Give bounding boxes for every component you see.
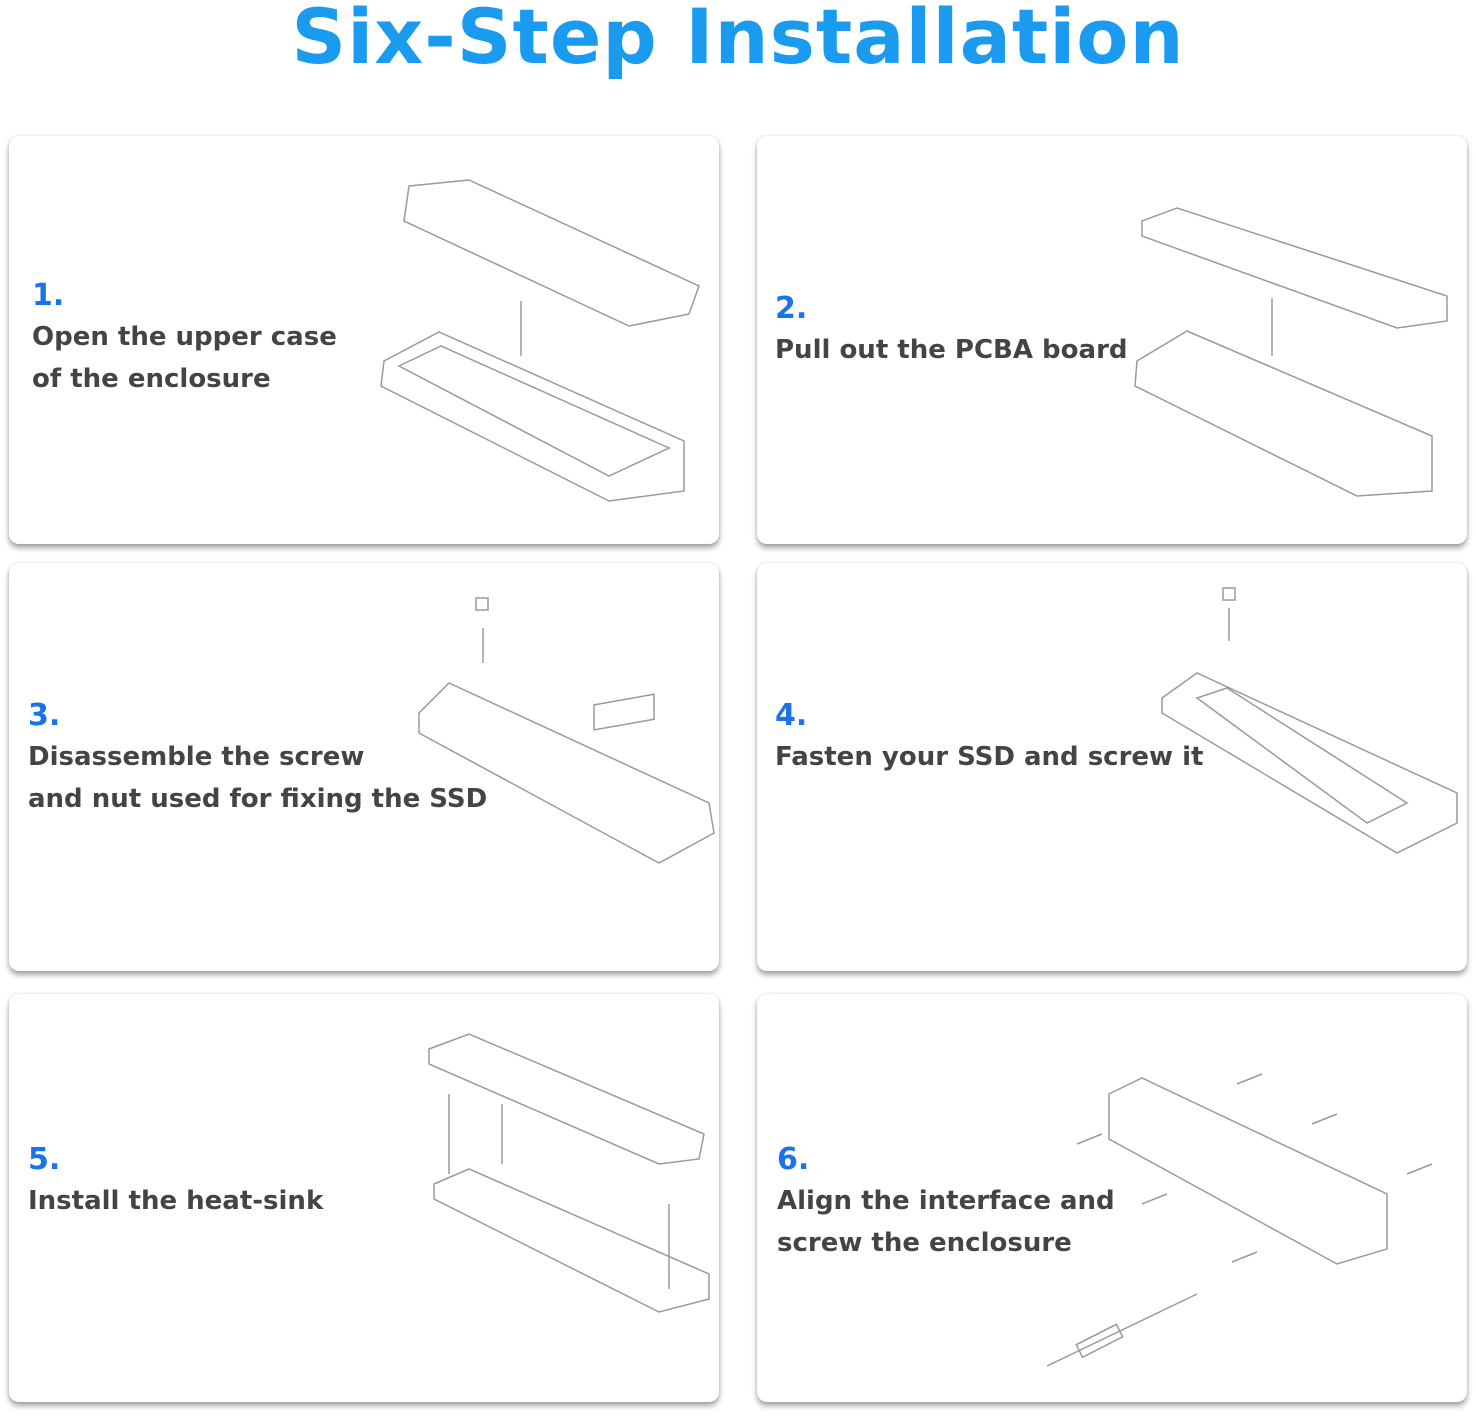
heatsink-install-illustration (428, 1033, 710, 1313)
step-description-line: Align the interface and (777, 1186, 1115, 1216)
pcba-removal-illustration (1134, 207, 1448, 497)
step-number: 2. (775, 291, 808, 326)
step-card-1: 1. Open the upper case of the enclosure (9, 136, 719, 544)
step-card-5: 5. Install the heat-sink (9, 994, 719, 1402)
step-number: 1. (32, 278, 65, 313)
screw-removal-illustration (418, 597, 715, 864)
step-card-2: 2. Pull out the PCBA board (757, 136, 1467, 544)
step-description-line: screw the enclosure (777, 1228, 1072, 1258)
step-number: 4. (775, 698, 808, 733)
step-description-line: Install the heat-sink (28, 1186, 324, 1216)
step-card-3: 3. Disassemble the screw and nut used fo… (9, 563, 719, 971)
step-card-4: 4. Fasten your SSD and screw it (757, 563, 1467, 971)
ssd-fasten-illustration (1161, 587, 1458, 854)
step-number: 5. (28, 1142, 61, 1177)
step-description-line: and nut used for fixing the SSD (28, 784, 488, 814)
step-number: 6. (777, 1142, 810, 1177)
step-description-line: Disassemble the screw (28, 742, 365, 772)
step-number: 3. (28, 698, 61, 733)
step-description-line: of the enclosure (32, 364, 271, 394)
enclosure-screw-illustration (1046, 1073, 1433, 1367)
step-description-line: Pull out the PCBA board (775, 335, 1128, 365)
step-card-6: 6. Align the interface and screw the enc… (757, 994, 1467, 1402)
step-description-line: Fasten your SSD and screw it (775, 742, 1204, 772)
step-description-line: Open the upper case (32, 322, 337, 352)
page-title: Six-Step Installation (291, 0, 1185, 81)
enclosure-open-illustration (380, 179, 700, 502)
